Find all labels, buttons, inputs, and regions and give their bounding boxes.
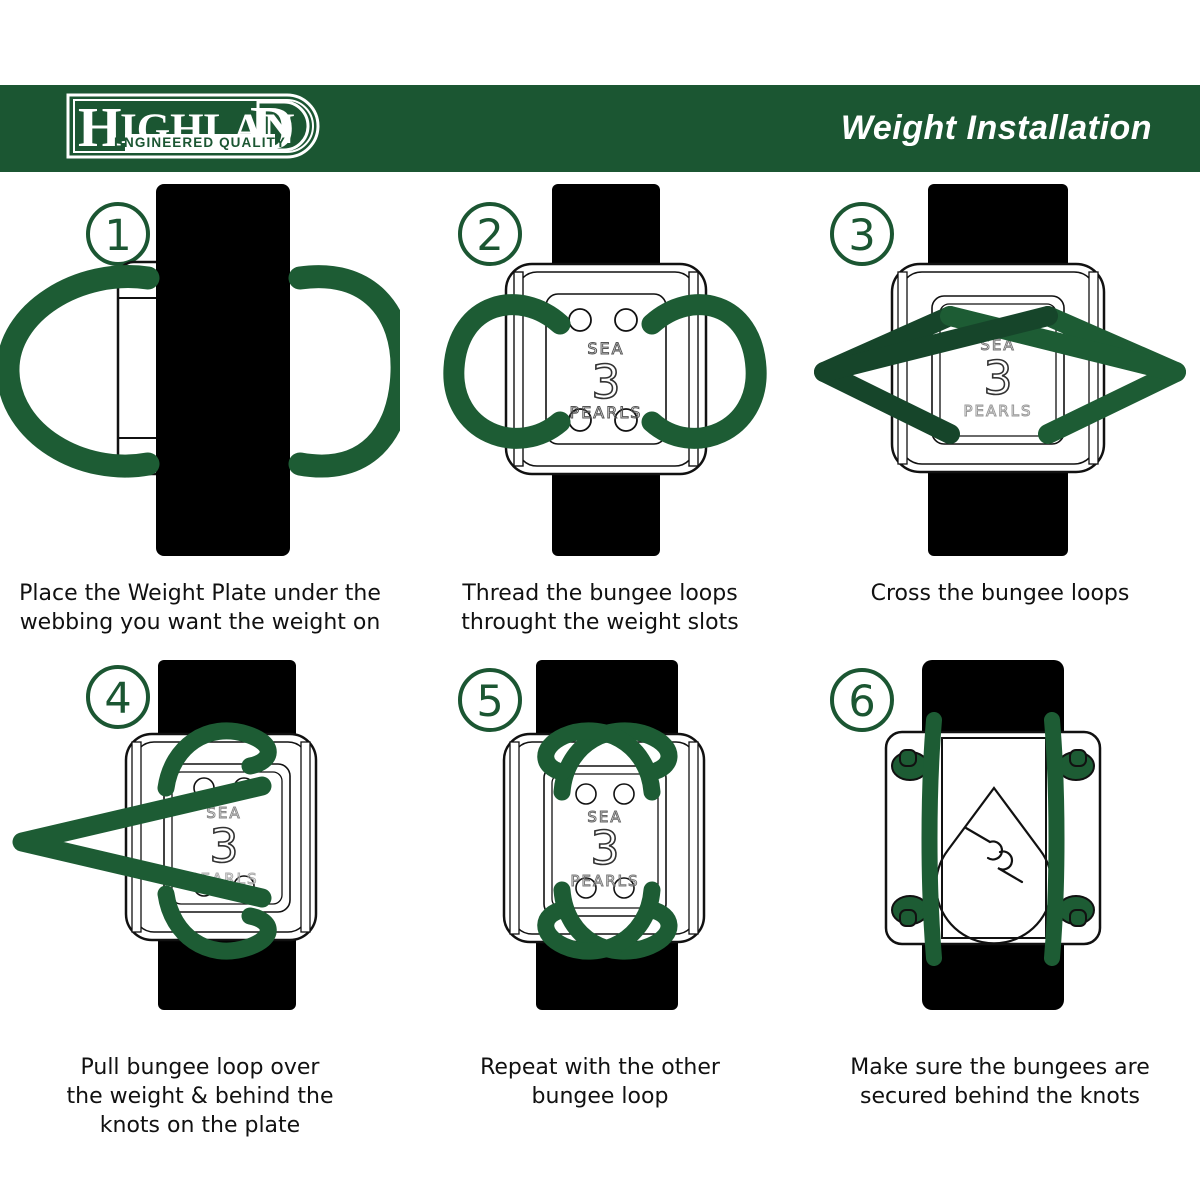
plate-text-sea: SEA xyxy=(587,808,622,826)
step-4: 4 SEA 3 xyxy=(0,642,400,1200)
step-2-caption: Thread the bungee loops throught the wei… xyxy=(461,581,739,636)
step-5-number: 5 xyxy=(476,677,503,727)
bungee-wrap-bottom-a xyxy=(553,881,678,960)
page-title: Weight Installation xyxy=(840,109,1152,147)
step-4-number: 4 xyxy=(104,674,131,724)
step-1: 1 Place xyxy=(0,172,414,642)
plate-hole xyxy=(568,308,592,332)
step-1-caption: Place the Weight Plate under the webbing… xyxy=(19,581,381,636)
bungee-wrap-top-a xyxy=(553,722,678,801)
plate-hole xyxy=(575,877,597,899)
plate-hole xyxy=(614,308,638,332)
step-5: 5 SEA 3 xyxy=(400,642,800,1200)
step-1-number-badge: 1 xyxy=(86,202,150,266)
step-4-number-badge: 4 xyxy=(86,665,150,729)
bungee-loop-right xyxy=(641,294,767,449)
step-6: 6 xyxy=(800,642,1200,1200)
plate-hole xyxy=(613,783,635,805)
plate-hole xyxy=(575,783,597,805)
highland-logo-svg: D H IGHLAN ENGINEERED QUALITY xyxy=(66,93,320,163)
plate-hole xyxy=(613,877,635,899)
step-2: 2 xyxy=(400,172,800,642)
svg-text:H: H xyxy=(78,97,122,159)
plate-hole xyxy=(614,408,638,432)
step-6-number: 6 xyxy=(848,677,875,727)
knot xyxy=(891,749,929,781)
bungee-wrap-bottom xyxy=(157,885,277,960)
step-3-caption: Cross the bungee loops xyxy=(870,581,1130,606)
step-6-caption: Make sure the bungees are secured behind… xyxy=(850,1055,1150,1110)
step-6-illustration: 6 xyxy=(800,642,1200,1047)
plate-text-pearls: PEARLS xyxy=(570,872,639,890)
webbing-strap xyxy=(156,184,290,556)
logo-tagline: ENGINEERED QUALITY xyxy=(114,135,286,150)
header-bar: D H IGHLAN ENGINEERED QUALITY Weight Ins… xyxy=(0,85,1200,172)
plate-text-pearls: PEARLS xyxy=(570,403,643,422)
plate-text-number: 3 xyxy=(983,351,1012,405)
bungee-wrap-top-b xyxy=(537,722,661,801)
weight-plate: SEA 3 PEARLS xyxy=(890,262,1106,474)
step-4-caption: Pull bungee loop over the weight & behin… xyxy=(66,1055,334,1139)
step-5-caption: Repeat with the other bungee loop xyxy=(480,1055,720,1110)
step-3: 3 SEA 3 PEARLS xyxy=(800,172,1200,642)
plate-text-number: 3 xyxy=(591,355,620,409)
step-5-illustration: 5 SEA 3 xyxy=(400,642,800,1047)
step-2-number: 2 xyxy=(476,211,503,261)
bungee-run-right xyxy=(1044,712,1065,966)
weight-plate: SEA 3 PEARLS xyxy=(124,732,318,942)
plate-text-number: 3 xyxy=(590,821,619,875)
bungee-loop-pulled-left xyxy=(12,776,272,908)
plate-knots xyxy=(891,749,1095,927)
step-4-illustration: 4 SEA 3 xyxy=(0,642,400,1047)
step-6-number-badge: 6 xyxy=(830,668,894,732)
step-1-illustration: 1 xyxy=(0,172,414,577)
steps-grid: 1 Place xyxy=(0,172,1200,1200)
knot xyxy=(891,895,929,927)
step-1-number: 1 xyxy=(104,211,131,261)
bungee-loop-left xyxy=(443,294,571,449)
step-3-number: 3 xyxy=(848,211,875,261)
plate-text-number: 3 xyxy=(209,819,238,873)
highland-logo: D H IGHLAN ENGINEERED QUALITY xyxy=(62,89,362,168)
step-5-number-badge: 5 xyxy=(458,668,522,732)
knot xyxy=(1057,749,1095,781)
step-2-number-badge: 2 xyxy=(458,202,522,266)
plate-text-sea: SEA xyxy=(206,804,241,822)
step-3-number-badge: 3 xyxy=(830,202,894,266)
bungee-wrap-bottom-b xyxy=(537,881,661,960)
bungee-loop-left xyxy=(0,265,160,478)
bungee-cross-diagonal-b xyxy=(814,306,1058,382)
plate-text-sea: SEA xyxy=(587,339,624,358)
svg-text:D: D xyxy=(250,95,295,163)
plate-text-pearls: PEARLS xyxy=(963,402,1032,420)
bungee-run-left xyxy=(921,712,942,966)
step-2-illustration: 2 xyxy=(400,172,800,577)
bungee-wrap-top xyxy=(157,722,277,797)
knot xyxy=(1057,895,1095,927)
step-3-illustration: 3 SEA 3 PEARLS xyxy=(800,172,1200,577)
bungee-loop-right xyxy=(288,265,414,478)
plate-back-panel xyxy=(941,737,1047,939)
